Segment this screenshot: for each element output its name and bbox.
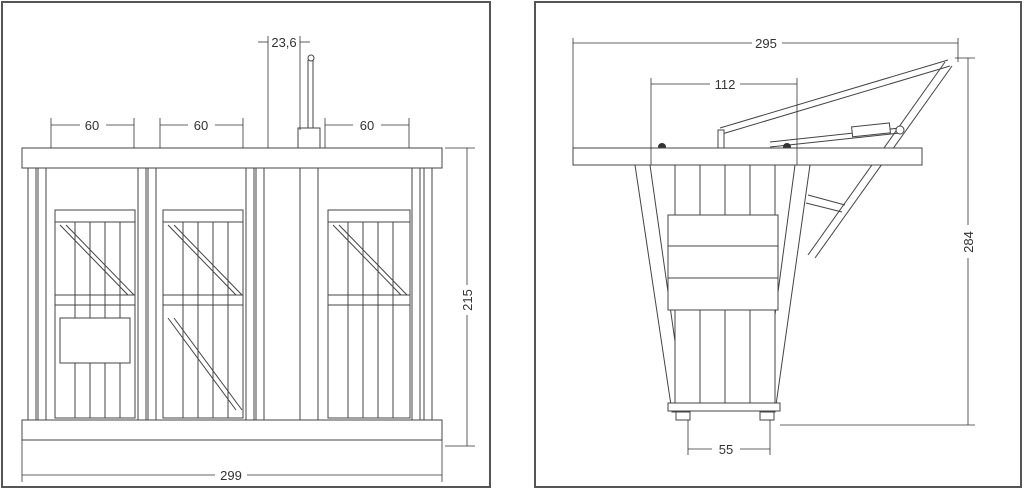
gate-3: [327, 209, 411, 419]
top-beam: [21, 147, 443, 169]
dimensions: [21, 36, 475, 482]
dim-inner-width: 112: [715, 77, 736, 92]
funnel-frame: [634, 164, 811, 421]
dim-height: 284: [961, 231, 976, 253]
top-beam: [572, 147, 923, 166]
gates: [54, 209, 411, 419]
dim-gate-1: 60: [85, 118, 99, 133]
dim-overall-width: 295: [755, 36, 777, 51]
dimensions: [572, 38, 975, 455]
front-view-drawing: 60 60 60 23,6 215 299: [21, 35, 475, 483]
front-view-panel: 60 60 60 23,6 215 299: [1, 1, 491, 488]
gate-1: [54, 209, 136, 419]
side-view-drawing: 295 112 284 55: [572, 36, 976, 457]
bottom-rail: [21, 419, 443, 441]
gate-2: [162, 209, 244, 419]
lever: [297, 54, 321, 149]
dim-gate-2: 60: [194, 118, 208, 133]
dim-width: 299: [220, 468, 242, 483]
dim-base: 55: [719, 442, 733, 457]
dim-height: 215: [460, 289, 475, 311]
dim-lever: 23,6: [271, 35, 296, 50]
dim-gate-3: 60: [360, 118, 374, 133]
side-view-panel: 295 112 284 55: [534, 1, 1022, 488]
